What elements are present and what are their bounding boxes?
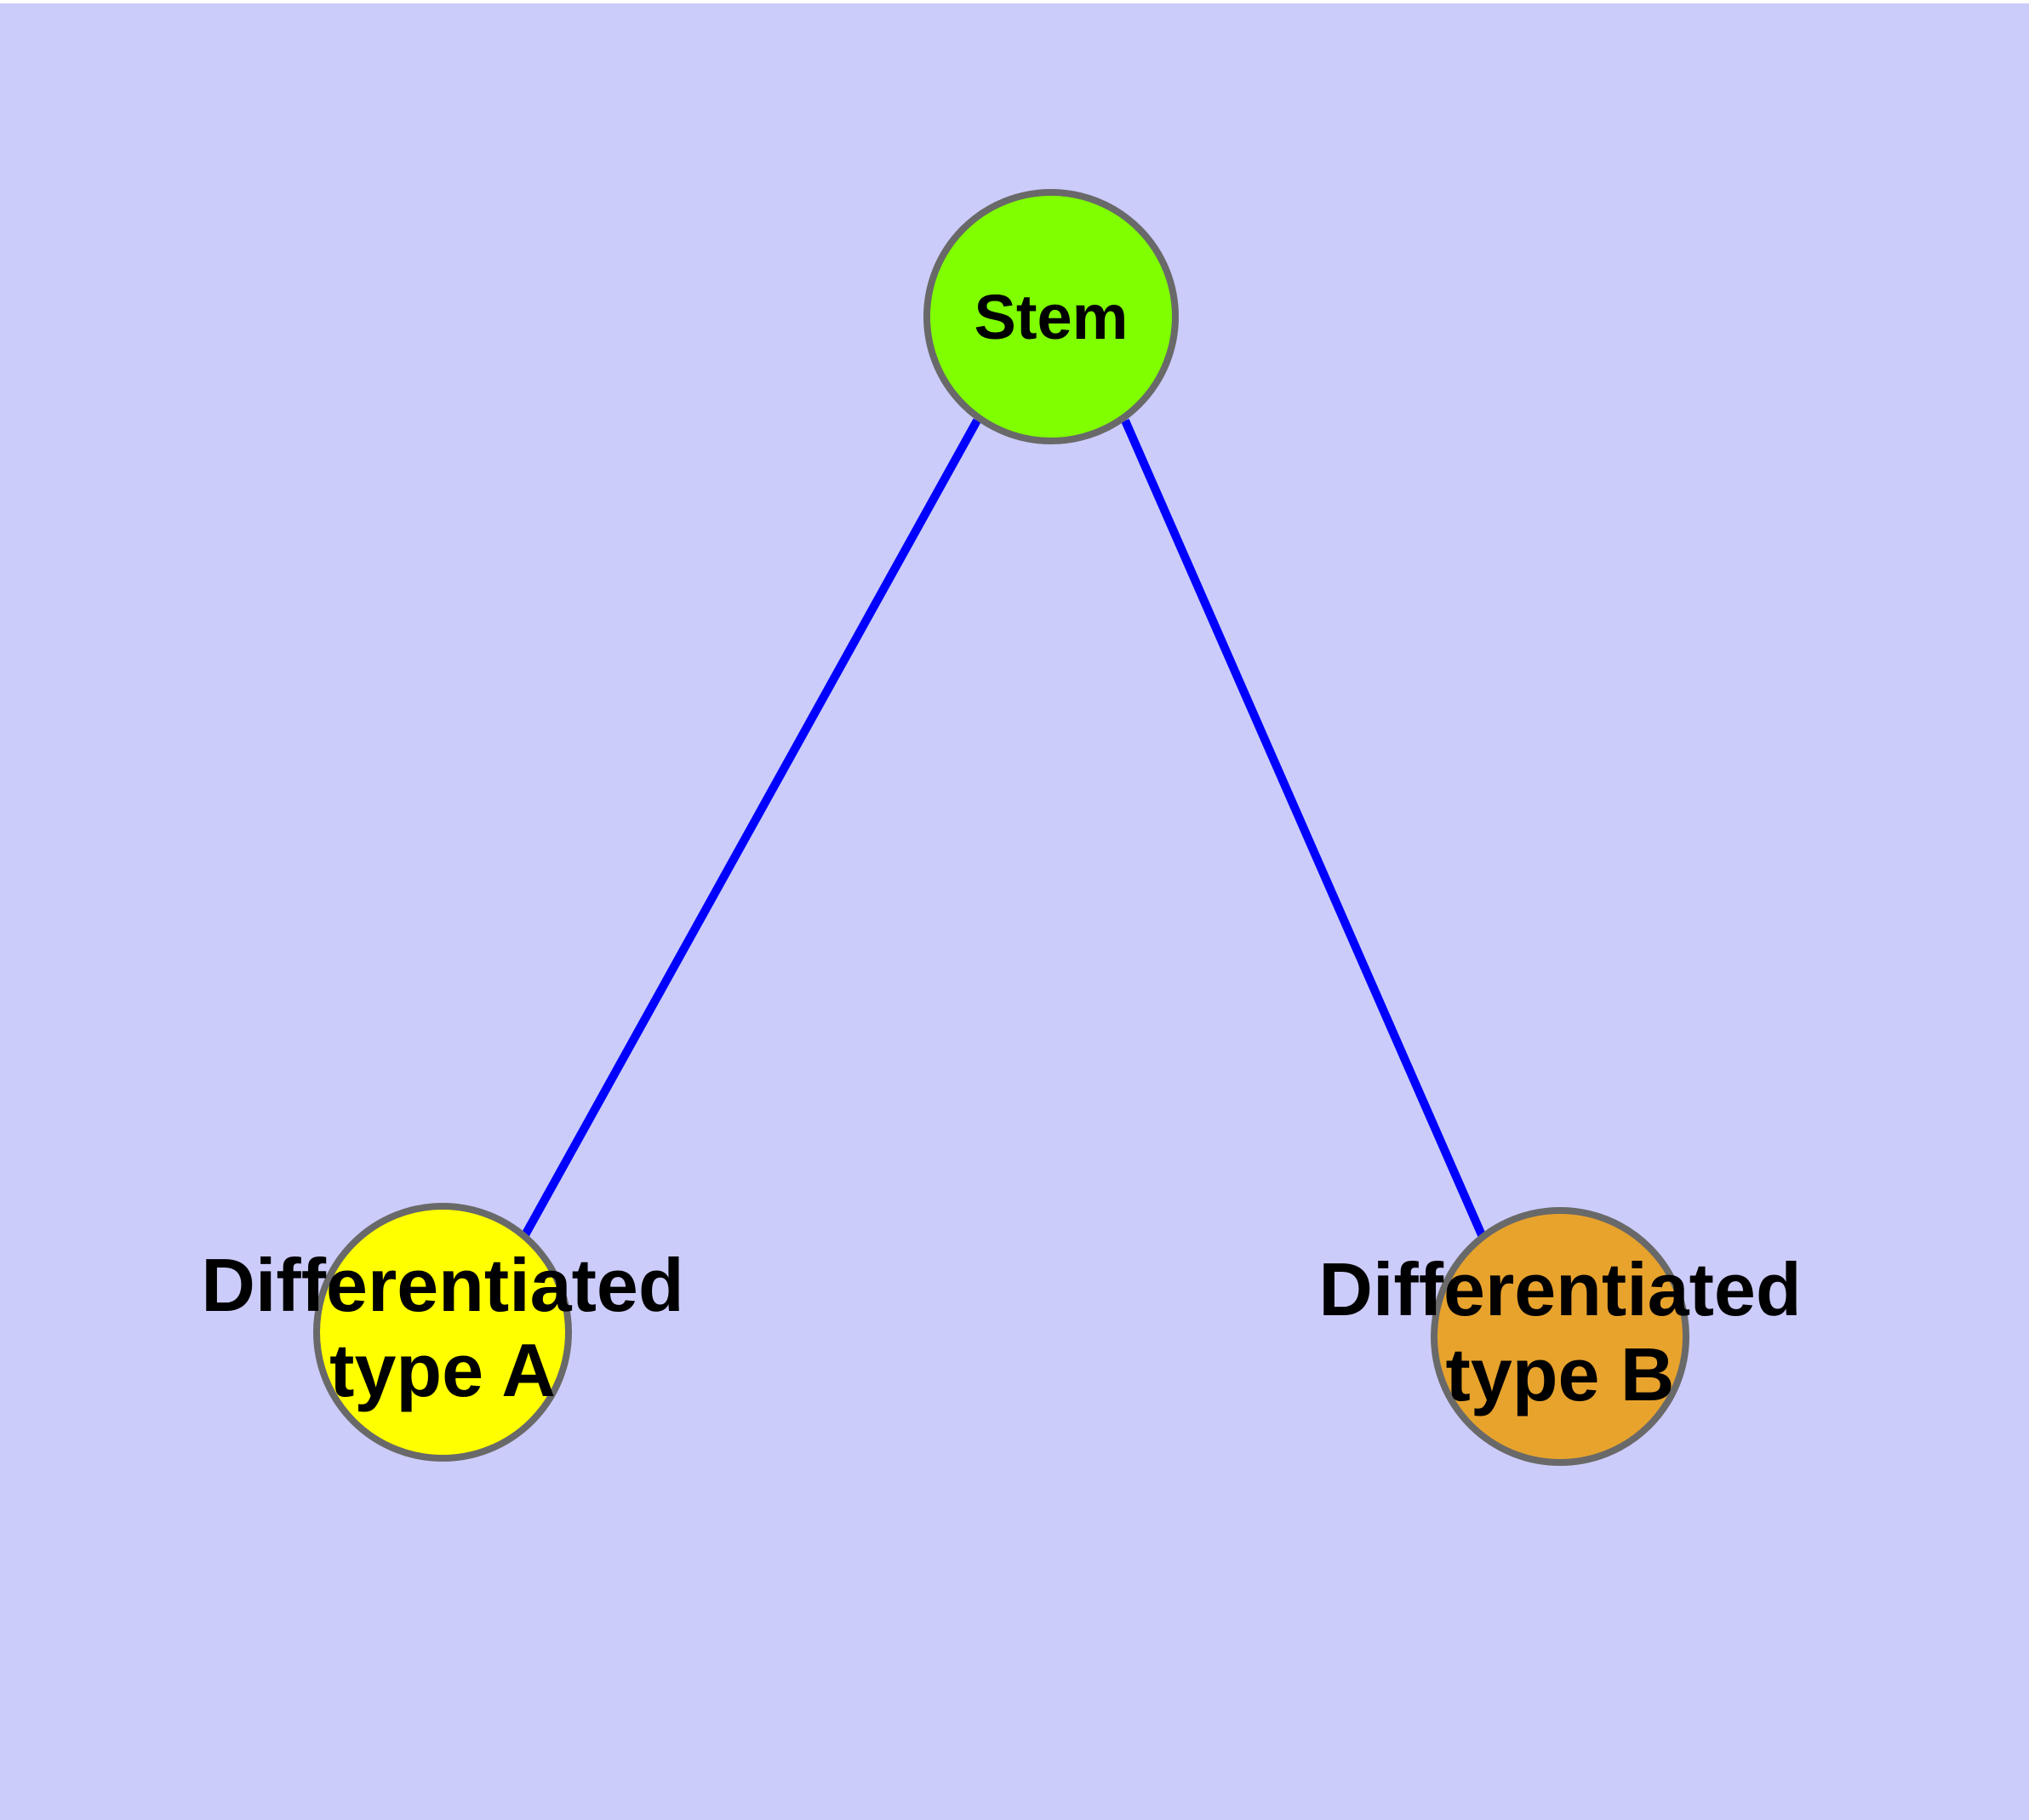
edge-stem-to-differentiated-type-b[interactable] [1121,418,1489,1245]
differentiated-type-a-node-circle[interactable] [313,1203,572,1462]
node-differentiated-type-a[interactable]: Differentiated type A [201,1203,684,1462]
node-stem[interactable]: Stem [923,189,1179,444]
differentiated-type-b-node-circle[interactable] [1431,1207,1689,1466]
differentiated-type-a-label-line1: Differentiated [201,1243,683,1327]
differentiated-type-b-label-line2: type B [1446,1332,1675,1417]
stem-node-label: Stem [974,282,1129,352]
stem-node-circle[interactable] [923,189,1179,444]
edge-group [517,418,1489,1245]
differentiated-type-a-label-line2: type A [329,1328,556,1412]
edge-stem-to-differentiated-type-a[interactable] [517,418,981,1244]
differentiated-type-b-label-line1: Differentiated [1318,1247,1801,1331]
node-differentiated-type-b[interactable]: Differentiated type B [1318,1207,1802,1466]
